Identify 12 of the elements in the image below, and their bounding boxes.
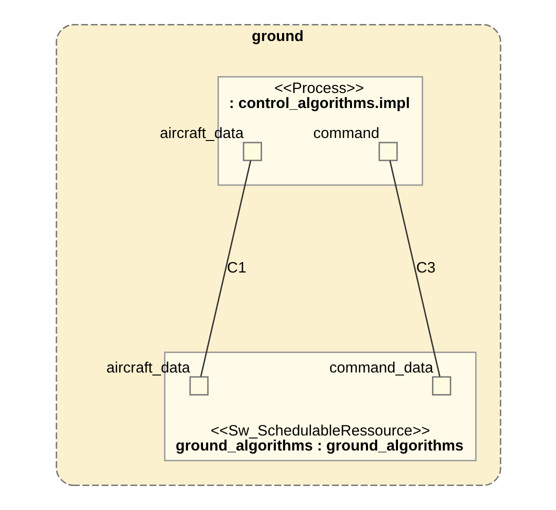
node-label: command_data (328, 360, 433, 377)
node-label: command (312, 125, 379, 142)
node-box (242, 142, 262, 162)
node-box (378, 142, 398, 162)
connector (200, 160, 251, 377)
node-box (188, 376, 208, 396)
edge-label: C3 (416, 260, 435, 277)
node-label: aircraft_data (106, 360, 190, 377)
node-box (432, 376, 451, 396)
node-label: aircraft_data (159, 125, 244, 142)
edge-label: C1 (226, 260, 246, 277)
connector (388, 160, 440, 377)
